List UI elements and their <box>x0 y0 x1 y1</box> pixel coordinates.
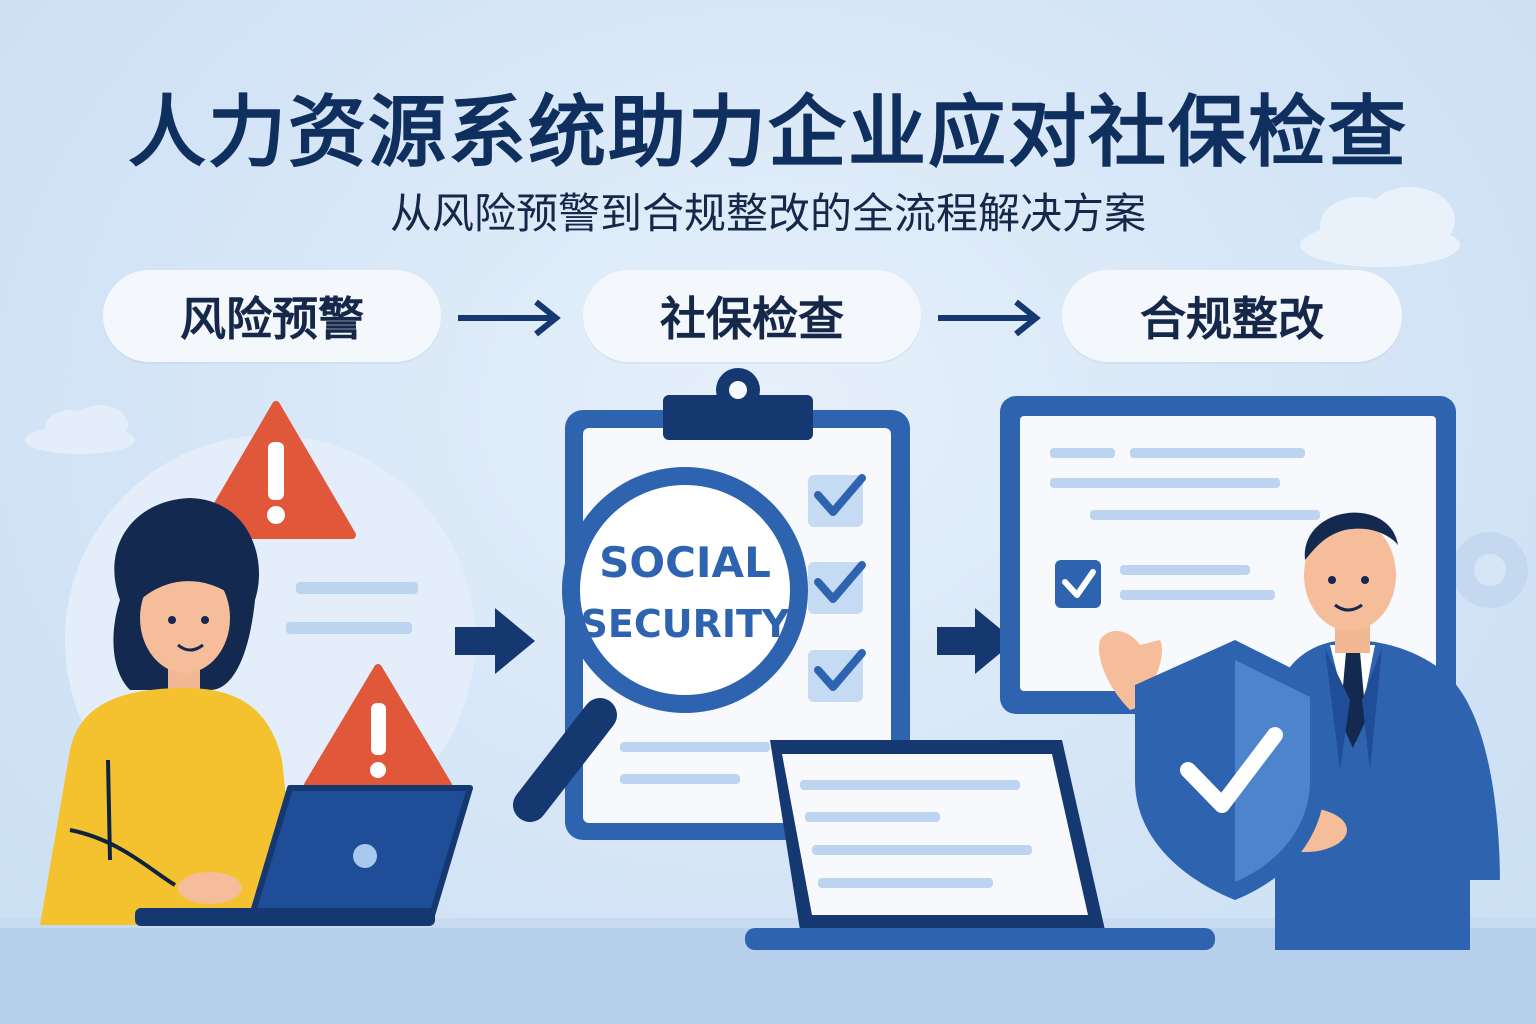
checkbox-checked-icon <box>808 561 866 614</box>
step-label: 风险预警 <box>180 292 364 346</box>
cloud-icon <box>1300 187 1460 267</box>
magnifier-text-line1: SOCIAL <box>599 538 771 587</box>
gear-icon <box>1452 532 1528 608</box>
cloud-icon <box>25 405 135 454</box>
woman-figure <box>40 498 300 925</box>
man-figure <box>1099 512 1500 950</box>
arrow-right-icon <box>938 299 1041 337</box>
shield-check-icon <box>1135 640 1325 900</box>
step-risk-warning: 风险预警 <box>103 270 441 362</box>
warning-icon <box>196 401 356 539</box>
magnifier-text-line2: SECURITY <box>581 602 790 646</box>
step-compliance-rectification: 合规整改 <box>1062 270 1402 362</box>
page-title: 人力资源系统助力企业应对社保检查 <box>127 88 1408 178</box>
laptop-icon <box>745 740 1215 950</box>
arrow-right-icon <box>458 299 561 337</box>
text-placeholder-lines <box>620 742 770 784</box>
checkbox-checked-icon <box>808 649 866 702</box>
arrow-right-icon <box>455 608 535 674</box>
page-subtitle: 从风险预警到合规整改的全流程解决方案 <box>389 189 1146 238</box>
magnifier-icon: SOCIAL SECURITY <box>513 467 808 822</box>
step-label: 合规整改 <box>1140 292 1324 346</box>
text-placeholder-lines <box>286 582 418 634</box>
step-social-security-inspection: 社保检查 <box>583 270 921 362</box>
step-label: 社保检查 <box>660 292 844 346</box>
checkbox-checked-icon <box>808 474 866 527</box>
checkbox-checked-icon <box>1055 560 1101 608</box>
laptop-icon <box>135 785 473 926</box>
arrow-right-icon <box>937 608 1015 674</box>
